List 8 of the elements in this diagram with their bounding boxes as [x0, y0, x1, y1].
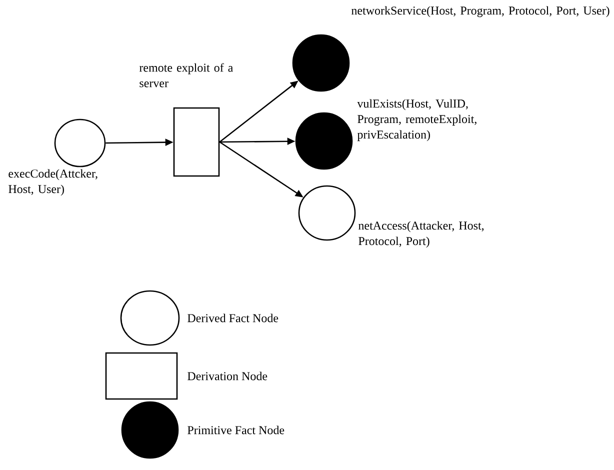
- node-label: vulExists(Host, VulID, Program, remoteExploit, privEscalation): [357, 99, 476, 142]
- node-label: networkService(Host, Program, Protocol, Port, User): [351, 6, 610, 18]
- legend-entry: Derived Fact Node: [120, 290, 278, 346]
- legend-entry: Primitive Fact Node: [121, 401, 284, 459]
- node-label: remote exploit of a server: [139, 63, 233, 88]
- node-label: netAccess(Attacker, Host, Protocol, Port): [358, 221, 484, 248]
- node-label: execCode(Attcker, Host, User): [8, 169, 98, 196]
- legend-entry: Derivation Node: [105, 352, 268, 400]
